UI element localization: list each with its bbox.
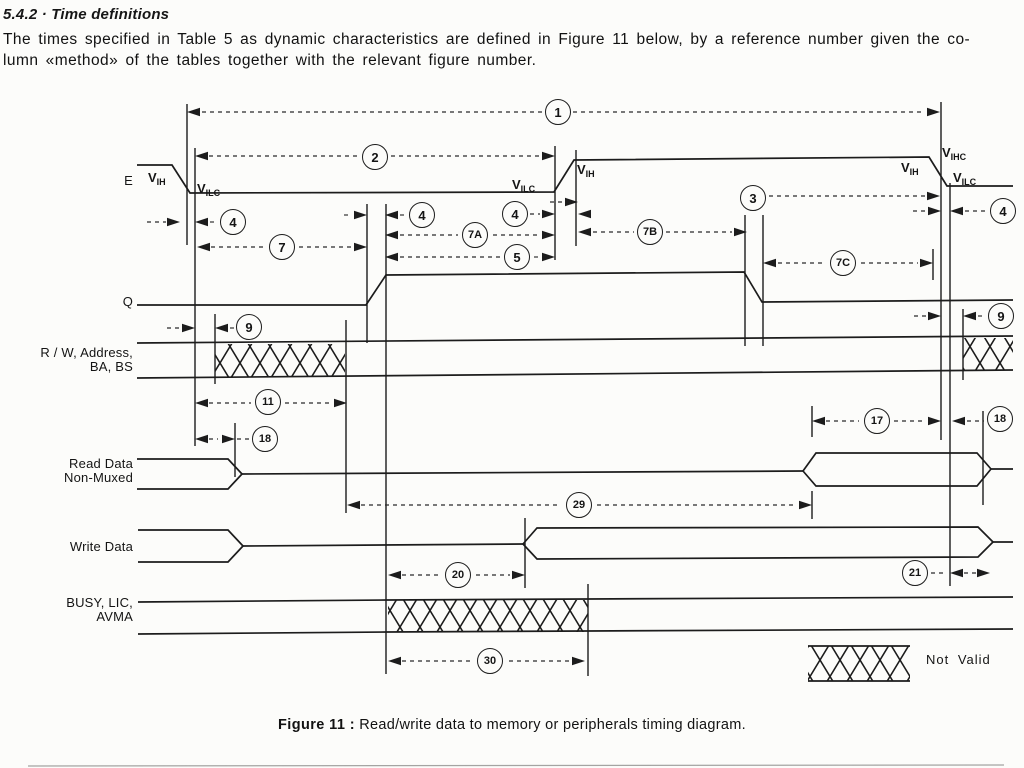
figure-caption-number: Figure 11 : bbox=[278, 717, 355, 733]
figure-caption: Figure 11 : Read/write data to memory or… bbox=[0, 717, 1024, 733]
section-heading: 5.4.2 · Time definitions bbox=[3, 6, 170, 23]
body-text-line2: lumn «method» of the tables together wit… bbox=[3, 52, 537, 69]
body-text-line1: The times specified in Table 5 as dynami… bbox=[3, 31, 971, 48]
figure-caption-text: Read/write data to memory or peripherals… bbox=[354, 717, 746, 733]
